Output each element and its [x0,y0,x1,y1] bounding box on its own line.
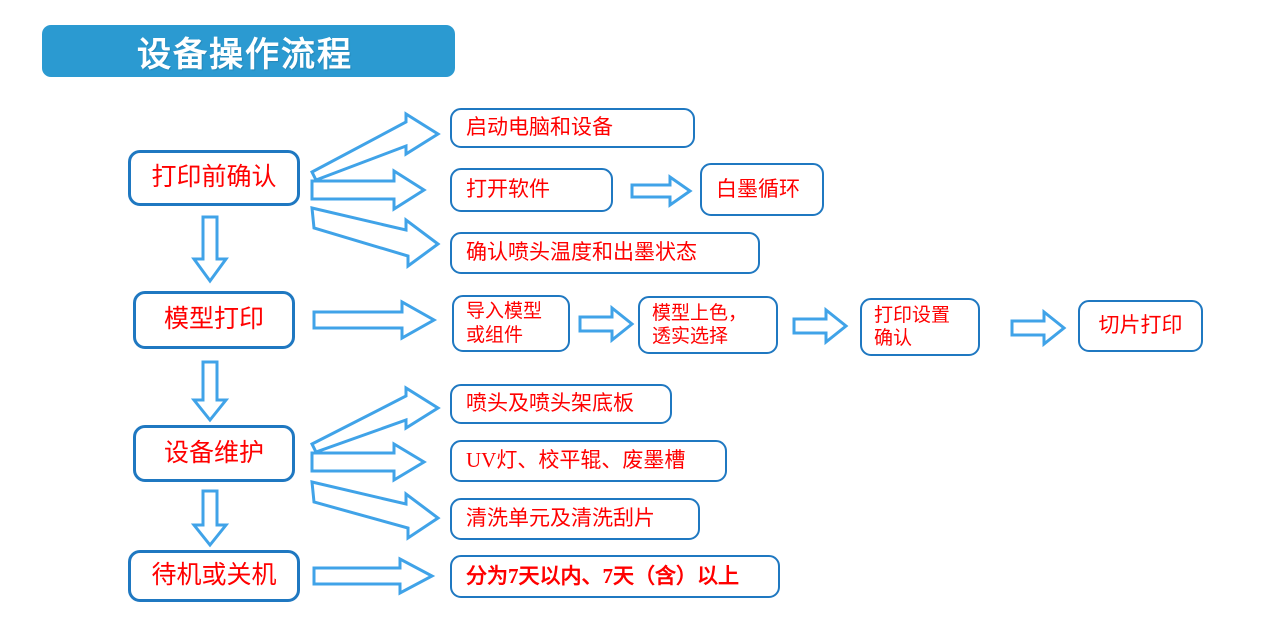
right-block-arrow-7 [312,556,436,596]
page-title: 设备操作流程 [137,36,353,74]
task-box-cleaning-unit-and-wiper[interactable]: 清洗单元及清洗刮片 [450,498,700,540]
stage-box-printing-precheck[interactable]: 打印前确认 [128,150,300,206]
down-block-arrow-1 [191,215,229,284]
task-box-nozzle-and-carriage-plate[interactable]: 喷头及喷头架底板 [450,384,672,424]
diagonal-up-right-block-arrow-2 [309,385,441,454]
stage-box-model-printing[interactable]: 模型打印 [133,291,295,349]
stage-box-standby-or-shutdown[interactable]: 待机或关机 [128,550,300,602]
right-block-arrow-1 [310,168,427,212]
right-block-arrow-white-ink [630,174,693,208]
task-box-white-ink-circulation[interactable]: 白墨循环 [700,163,824,216]
right-block-arrow-4 [792,306,849,346]
right-block-arrow-6 [310,441,427,483]
task-box-print-settings-confirm[interactable]: 打印设置 确认 [860,298,980,356]
diagonal-down-right-block-arrow-1 [310,200,441,270]
down-block-arrow-3 [190,489,230,548]
task-box-uv-lamp-roller-waste-tank[interactable]: UV灯、校平辊、废墨槽 [450,440,727,482]
right-block-arrow-2 [312,299,438,341]
diagonal-down-right-block-arrow-2 [310,474,441,542]
stage-box-device-maintenance[interactable]: 设备维护 [133,425,295,482]
right-block-arrow-3 [578,304,635,344]
task-box-shutdown-duration[interactable]: 分为7天以内、7天（含）以上 [450,555,780,598]
right-block-arrow-5 [1010,308,1067,348]
down-block-arrow-2 [190,360,230,423]
task-box-model-coloring[interactable]: 模型上色， 透实选择 [638,296,778,354]
diagonal-up-right-block-arrow-1 [310,111,441,182]
task-box-slice-and-print[interactable]: 切片打印 [1078,300,1203,352]
task-box-open-software[interactable]: 打开软件 [450,168,613,212]
page-title-banner: 设备操作流程 [42,25,455,77]
task-box-start-computer-and-device[interactable]: 启动电脑和设备 [450,108,695,148]
task-box-import-model[interactable]: 导入模型 或组件 [452,295,570,352]
task-box-check-nozzle-temperature[interactable]: 确认喷头温度和出墨状态 [450,232,760,274]
